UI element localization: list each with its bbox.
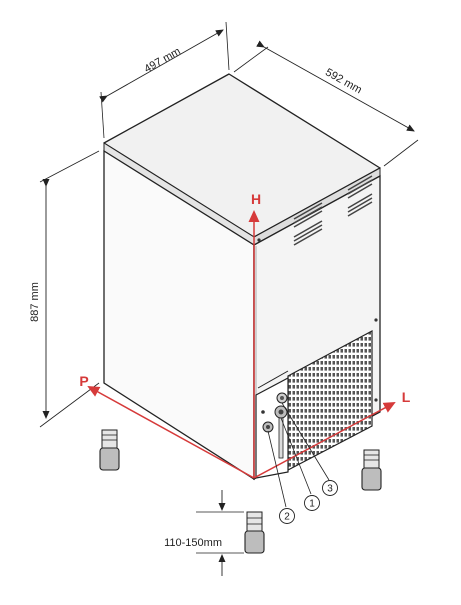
connector-3-water-inlet-icon bbox=[276, 392, 288, 404]
dimension-height bbox=[39, 150, 100, 428]
callout-1: 1 bbox=[304, 495, 320, 511]
callout-2: 2 bbox=[279, 508, 295, 524]
screw-icon bbox=[257, 238, 261, 242]
screw-icon bbox=[374, 398, 378, 402]
screw-icon bbox=[261, 410, 265, 414]
svg-text:3: 3 bbox=[327, 484, 333, 495]
feet-label: 110-150mm bbox=[164, 537, 222, 549]
dimension-width bbox=[99, 21, 230, 139]
foot-right-icon bbox=[361, 449, 382, 491]
connector-2-power-icon bbox=[262, 421, 274, 433]
axis-lines bbox=[87, 210, 396, 479]
callout-3: 3 bbox=[322, 480, 338, 496]
axis-label-h: H bbox=[251, 191, 261, 207]
axis-label-l: L bbox=[402, 389, 411, 405]
width-label: 497 mm bbox=[142, 45, 182, 75]
foot-front-left-icon bbox=[99, 429, 120, 471]
dimension-feet bbox=[196, 490, 244, 576]
screw-icon bbox=[374, 318, 378, 322]
svg-text:1: 1 bbox=[309, 499, 315, 510]
svg-text:2: 2 bbox=[284, 512, 290, 523]
vent-slots-upper bbox=[293, 175, 373, 246]
callout-leaders bbox=[267, 402, 330, 508]
dimension-depth bbox=[233, 40, 419, 167]
axis-label-p: P bbox=[79, 373, 88, 389]
height-label: 887 mm bbox=[29, 282, 41, 322]
foot-front-center-icon bbox=[244, 511, 265, 554]
